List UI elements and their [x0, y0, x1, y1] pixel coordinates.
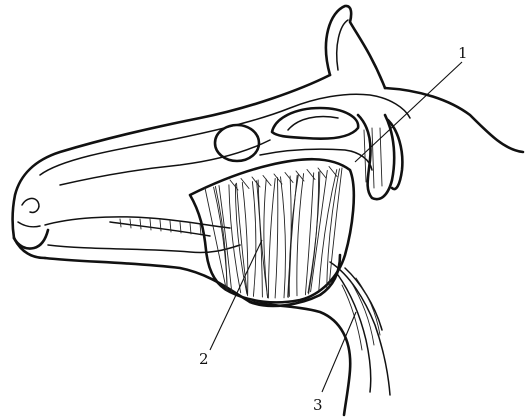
muscle-fiber — [297, 174, 304, 296]
ear — [326, 6, 385, 88]
facial-crest — [60, 140, 270, 185]
head-top-outline — [13, 75, 330, 238]
muscle-fiber — [229, 185, 241, 293]
masseter-fibers — [205, 167, 342, 299]
jaw-inner-line — [48, 245, 240, 253]
leader-line-2 — [210, 240, 262, 350]
orbit — [215, 125, 259, 161]
muscle-fiber — [275, 178, 278, 298]
parotid-structure — [358, 115, 402, 199]
label-3: 3 — [313, 396, 323, 414]
leader-line-1 — [355, 62, 462, 162]
temporal-fossa — [272, 108, 358, 139]
muscle-fiber — [252, 182, 255, 297]
skull-outline — [40, 94, 410, 175]
label-2: 2 — [199, 350, 209, 368]
leader-line-3 — [322, 312, 356, 392]
neck-top-outline — [385, 88, 523, 152]
tendon-strand — [263, 176, 271, 186]
muzzle — [14, 198, 48, 258]
label-1: 1 — [458, 44, 468, 62]
neck-muscle — [338, 268, 382, 392]
muscle-fiber — [281, 177, 286, 298]
lower-jaw-outline — [45, 255, 340, 306]
tendon-strand — [285, 173, 293, 183]
muscle-fiber — [264, 179, 268, 298]
muscle-fiber — [268, 178, 275, 298]
tendon-strand — [318, 168, 326, 178]
throat-outline — [250, 302, 350, 415]
tendon-strand — [329, 167, 337, 177]
muscle-fiber — [319, 170, 337, 291]
